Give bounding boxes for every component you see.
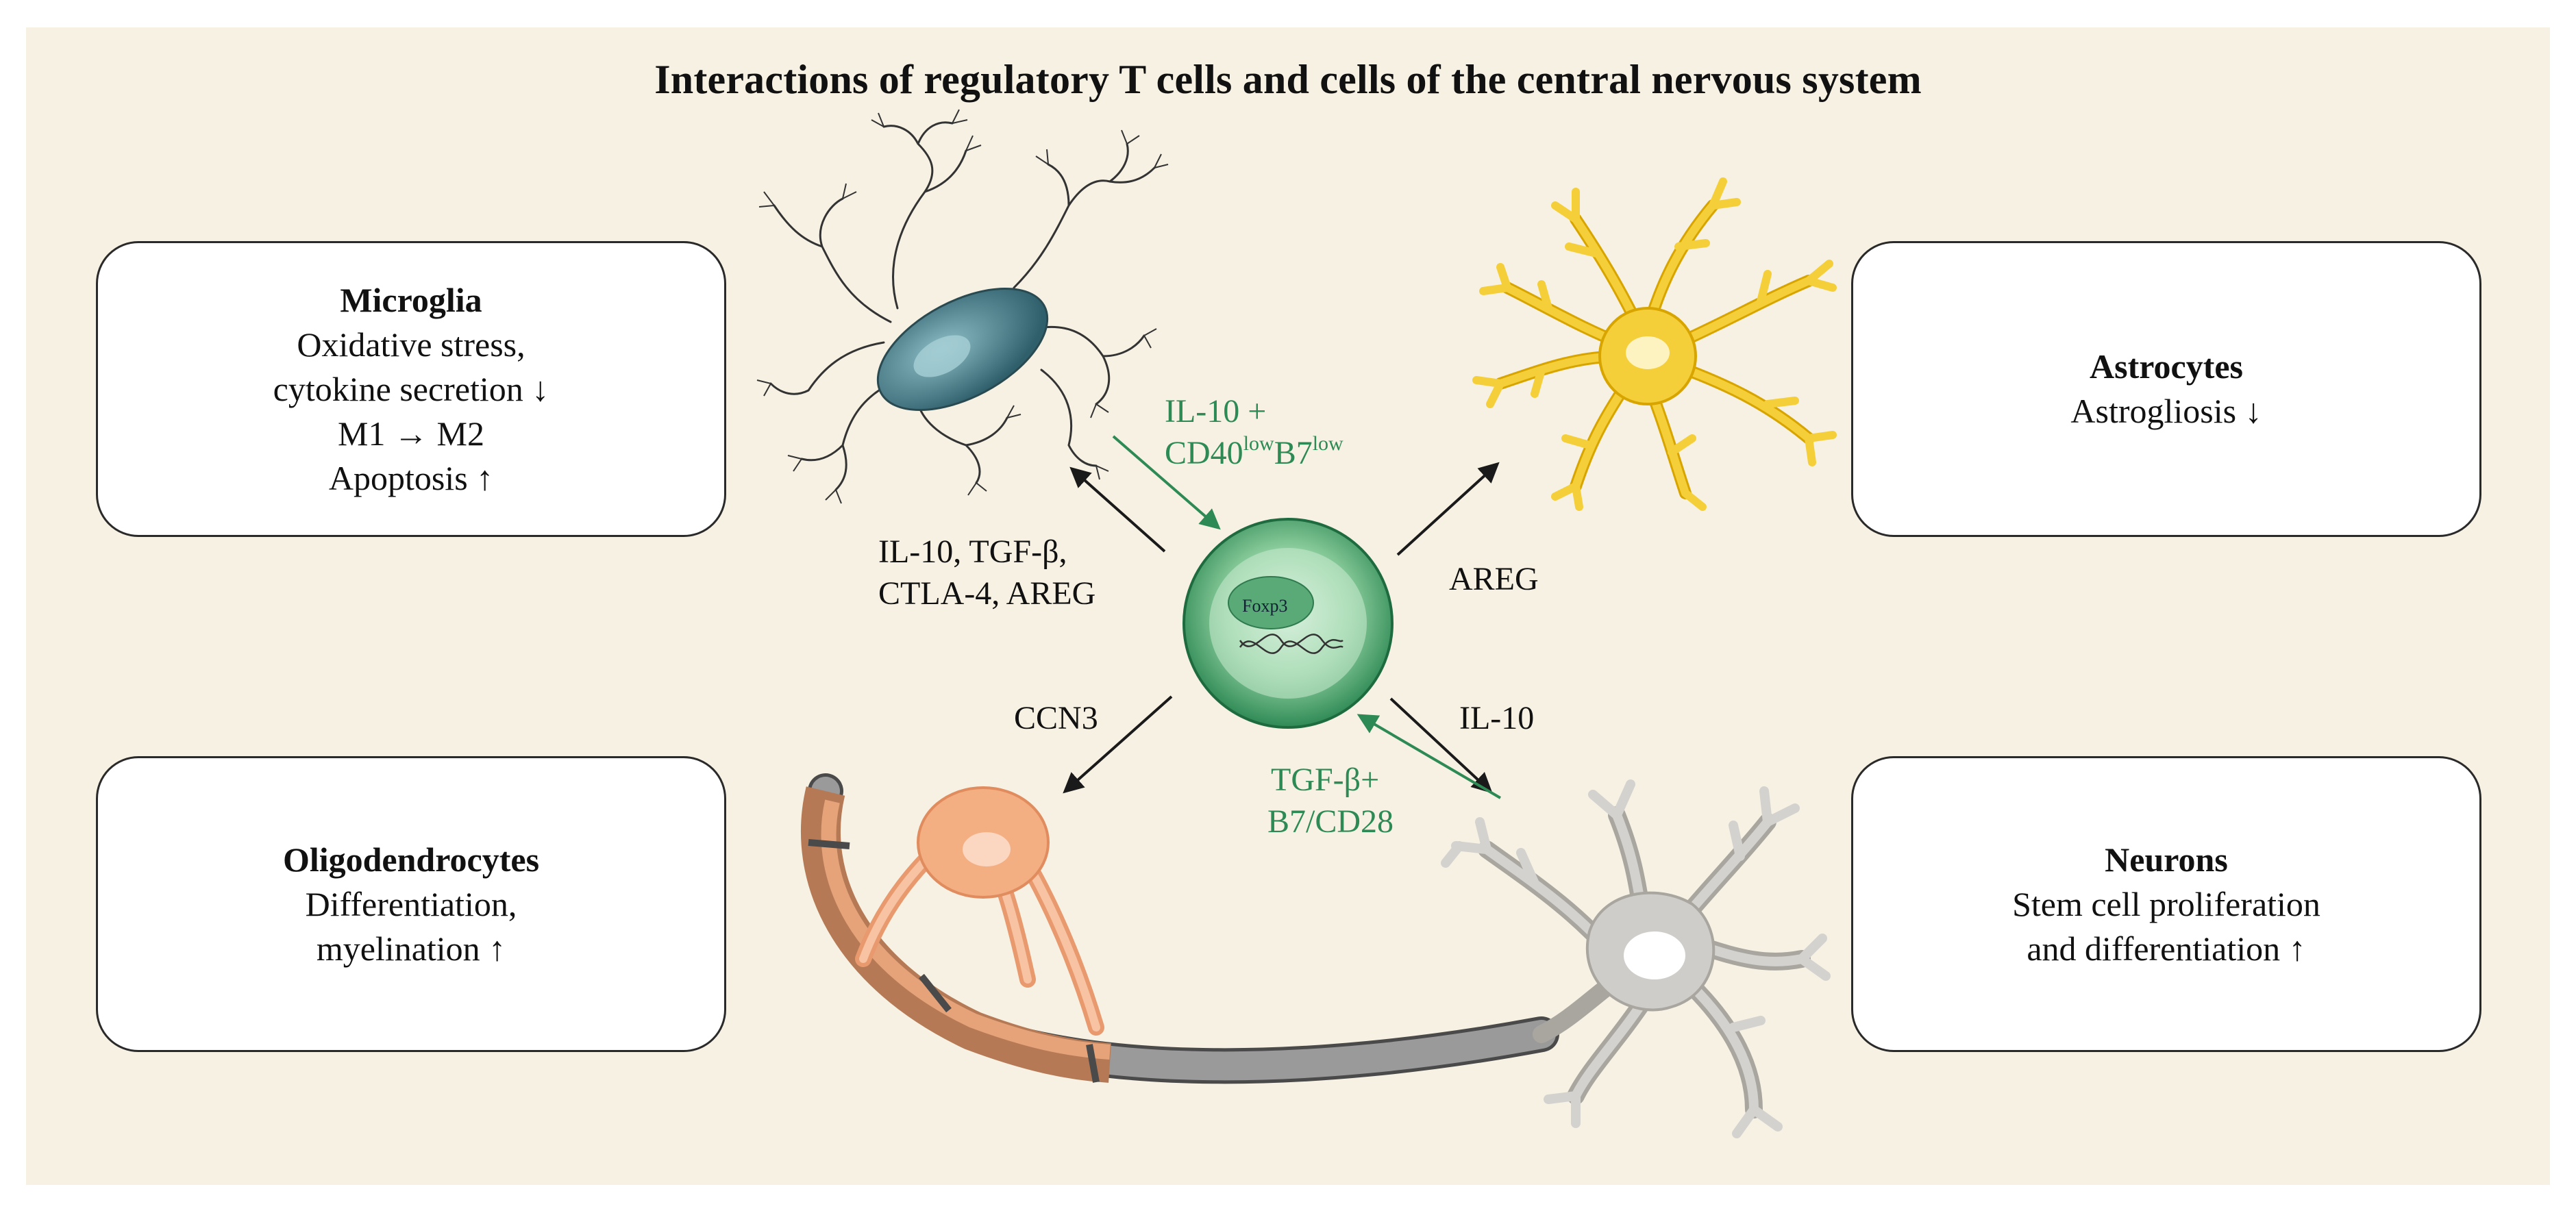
label-neuron-in: TGF-β+ B7/CD28 [1267, 759, 1394, 843]
label-neuron-out: IL-10 [1459, 700, 1535, 736]
neurons-line-2: and differentiation ↑ [2027, 929, 2306, 968]
oligodendrocyte-cell [855, 786, 1104, 1036]
oligodendrocytes-box: Oligodendrocytes Differentiation, myelin… [96, 756, 726, 1052]
label-microglia-out-line-1: IL-10, TGF-β, [878, 534, 1067, 570]
label-microglia-in-line-2: CD40lowB7low [1165, 432, 1343, 472]
label-neuron-in-line-2: B7/CD28 [1267, 803, 1394, 840]
neurons-line-1: Stem cell proliferation [2012, 884, 2320, 923]
arrow-treg-to-neuron [1389, 697, 1493, 794]
label-microglia-out: IL-10, TGF-β, CTLA-4, AREG [878, 531, 1095, 615]
label-astrocyte-out: AREG [1449, 561, 1539, 597]
neurons-box: Neurons Stem cell proliferation and diff… [1851, 756, 2481, 1052]
microglia-line-1: Oxidative stress, [297, 325, 525, 364]
label-microglia-in: IL-10 + CD40lowB7low [1165, 390, 1343, 475]
arrow-treg-to-microglia [1069, 466, 1166, 553]
label-microglia-out-line-2: CTLA-4, AREG [878, 575, 1096, 612]
astrocytes-box: Astrocytes Astrogliosis ↓ [1851, 241, 2481, 537]
treg-cell [1182, 518, 1394, 729]
microglia-fine-branches [756, 109, 1169, 504]
nodes-of-ranvier [808, 839, 1100, 1083]
microglia-nucleus [913, 335, 971, 377]
oligodendrocytes-line-1: Differentiation, [305, 884, 517, 923]
microglia-box: Microglia Oxidative stress, cytokine sec… [96, 241, 726, 537]
astrocytes-line-1: Astrogliosis ↓ [2070, 392, 2262, 430]
arrow-microglia-to-treg [1112, 435, 1221, 530]
oligodendrocytes-line-2: myelination ↑ [316, 929, 506, 968]
microglia-line-3: M1 → M2 [338, 414, 484, 453]
diagram-title: Interactions of regulatory T cells and c… [654, 57, 1922, 102]
label-neuron-in-line-1: TGF-β+ [1271, 762, 1380, 798]
astrocytes-heading: Astrocytes [2090, 347, 2243, 386]
astrocyte-nucleus [1626, 336, 1670, 369]
arrow-neuron-to-treg [1357, 714, 1502, 799]
microglia-line-2: cytokine secretion ↓ [273, 369, 549, 408]
neurons-heading: Neurons [2105, 840, 2228, 879]
label-oligo-out: CCN3 [1014, 700, 1098, 736]
neuron-nucleus [1624, 931, 1685, 979]
arrow-treg-to-astrocyte [1396, 462, 1500, 556]
label-microglia-in-line-1: IL-10 + [1165, 393, 1267, 429]
oligodendrocytes-heading: Oligodendrocytes [282, 840, 540, 879]
microglia-heading: Microglia [340, 280, 482, 319]
microglia-line-4: Apoptosis ↑ [328, 458, 494, 497]
arrow-treg-to-oligodendrocyte [1063, 695, 1173, 794]
foxp3-label: Foxp3 [1242, 596, 1288, 616]
